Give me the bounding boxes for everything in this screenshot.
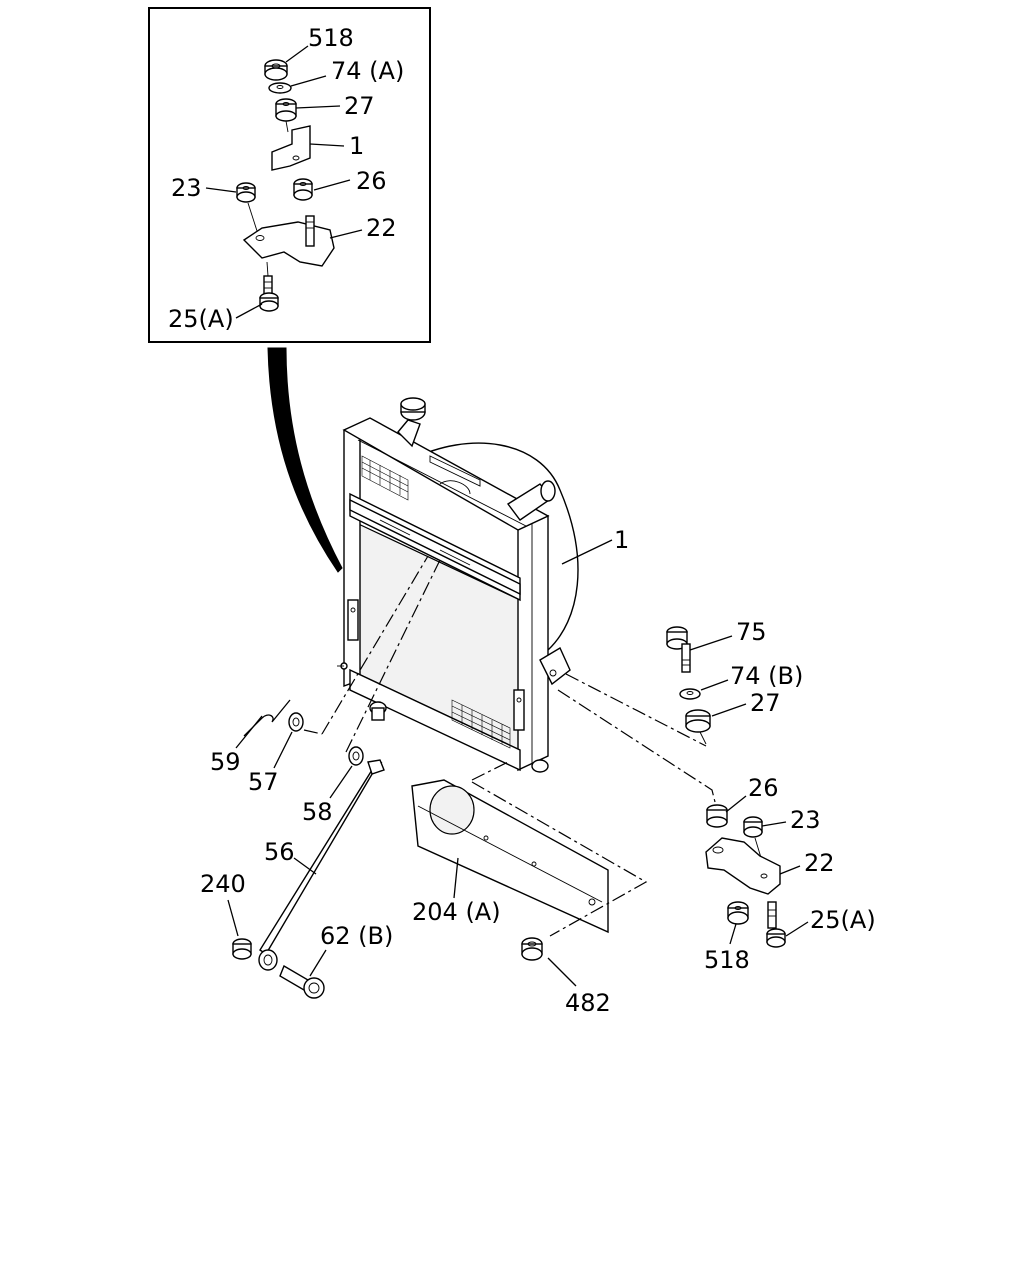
radiator-assembly (337, 397, 579, 773)
bolt-75-part (666, 626, 691, 673)
callout-59: 59 (210, 748, 241, 776)
callout-radiator-1: 1 (614, 526, 629, 554)
washer-57-part (288, 712, 304, 732)
cushion-26-part (706, 804, 728, 828)
cushion-27-part (685, 709, 711, 745)
callout-56: 56 (264, 838, 295, 866)
inset-callout-25a: 25(A) (168, 305, 234, 333)
callout-23: 23 (790, 806, 821, 834)
callout-26: 26 (748, 774, 779, 802)
inset-callout-518: 518 (308, 24, 354, 52)
callout-57: 57 (248, 768, 279, 796)
washer-74b-part (679, 688, 701, 700)
detail-pointer-arrow (267, 347, 343, 573)
detail-inset: 518 74 (A) 27 1 23 26 22 25(A) (148, 7, 431, 343)
inset-bolt-25a-part (259, 261, 279, 312)
inset-callout-27: 27 (344, 92, 375, 120)
callout-75: 75 (736, 618, 767, 646)
callout-204a: 204 (A) (412, 898, 501, 926)
bolt-25a-part (766, 901, 786, 948)
nut-23-part (743, 816, 767, 875)
inset-callout-74a: 74 (A) (331, 57, 404, 85)
nut-240-part (232, 938, 252, 960)
inset-nut-23-part (236, 182, 259, 235)
bolt-62b-part (279, 964, 325, 999)
callout-58: 58 (302, 798, 333, 826)
left-lower-parts (232, 699, 609, 999)
inset-bracket-1-part (271, 125, 311, 171)
inset-callout-23: 23 (171, 174, 202, 202)
callout-22: 22 (804, 849, 835, 877)
inset-callout-26: 26 (356, 167, 387, 195)
inset-callout-22: 22 (366, 214, 397, 242)
callout-518: 518 (704, 946, 750, 974)
callout-25a: 25(A) (810, 906, 876, 934)
nut-482-part (521, 937, 543, 961)
washer-58-part (348, 746, 364, 766)
stay-rod-56-part (258, 759, 385, 971)
cover-plate-204a-part (411, 779, 609, 934)
inset-cushion-26-part (293, 178, 313, 201)
inset-cushion-27-part (275, 98, 297, 133)
bracket-22-part (705, 837, 781, 895)
callout-482: 482 (565, 989, 611, 1017)
nut-518-part (727, 901, 749, 925)
inset-nut-518-part (264, 59, 288, 81)
callout-240: 240 (200, 870, 246, 898)
callout-27: 27 (750, 689, 781, 717)
callout-62b: 62 (B) (320, 922, 393, 950)
inset-callout-1: 1 (349, 132, 364, 160)
callout-74b: 74 (B) (730, 662, 803, 690)
inset-frame (148, 7, 431, 343)
clip-59-part (243, 699, 291, 737)
inset-washer-74a-part (268, 82, 292, 94)
right-mount-parts (666, 626, 786, 948)
inset-bracket-22-part (242, 215, 335, 267)
